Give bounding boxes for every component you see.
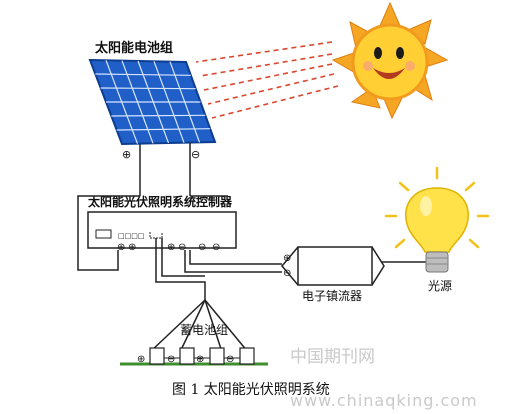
wires bbox=[77, 195, 426, 353]
panel-grid-line bbox=[111, 114, 206, 117]
battery-terminal-3: ⊕ bbox=[196, 354, 204, 365]
ballast-box bbox=[281, 246, 385, 286]
panel-plus-terminal: ⊕ bbox=[122, 148, 131, 161]
battery-terminal-1: ⊕ bbox=[137, 354, 145, 365]
ballast-label: 电子镇流器 bbox=[302, 289, 362, 303]
panel-grid-line bbox=[116, 128, 211, 131]
watermark-url: www.chinaqking.com bbox=[290, 391, 478, 410]
panel-grid-line bbox=[95, 73, 191, 76]
battery-terminal-2: ⊖ bbox=[167, 354, 175, 365]
solar-panel-label: 太阳能电池组 bbox=[94, 40, 173, 56]
controller-terminal-2: ⊕ bbox=[128, 242, 136, 253]
sun-icon bbox=[331, 1, 449, 120]
panel-minus-terminal: ⊖ bbox=[191, 148, 200, 161]
figure-caption: 图 1 太阳能光伏照明系统 bbox=[172, 382, 330, 398]
controller-terminal-3: ⊕ bbox=[167, 242, 175, 253]
ballast-minus-terminal: ⊖ bbox=[283, 268, 291, 279]
controller-port-label: □□□□ bbox=[118, 232, 144, 240]
controller-terminal-1: ⊕ bbox=[117, 242, 125, 253]
controller-terminal-5: ⊖ bbox=[198, 242, 206, 253]
panel-grid-line bbox=[100, 87, 196, 90]
light-bulb-icon bbox=[384, 166, 490, 273]
battery-label: 蓄电池组 bbox=[180, 323, 228, 337]
controller-label: 太阳能光伏照明系统控制器 bbox=[88, 194, 233, 209]
battery-terminal-4: ⊖ bbox=[226, 354, 234, 365]
controller-terminal-6: ⊖ bbox=[212, 242, 220, 253]
battery-bank bbox=[120, 347, 268, 366]
watermark-chinese: 中国期刊网 bbox=[290, 347, 375, 367]
controller-terminal-4: ⊖ bbox=[178, 242, 186, 253]
ballast-plus-terminal: ⊕ bbox=[283, 253, 291, 264]
lamp-label: 光源 bbox=[428, 279, 452, 293]
sun-rays bbox=[195, 41, 339, 119]
solar-panel-icon bbox=[88, 58, 217, 196]
